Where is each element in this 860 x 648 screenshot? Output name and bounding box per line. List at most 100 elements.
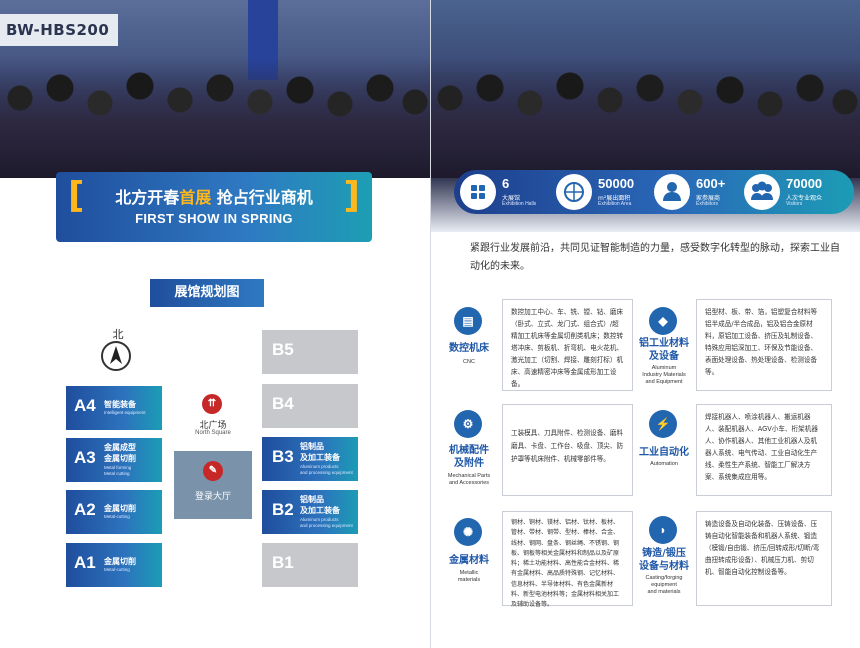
hall-code: A1 (74, 553, 96, 572)
category-name-en: Metallic (459, 570, 479, 576)
metal-materials-icon: ✺ (454, 518, 482, 546)
bracket-left: [ (68, 175, 85, 216)
category-name: 铝工业材料 (639, 338, 689, 349)
hall-name-en: Metal-cutting (104, 567, 130, 572)
north-square-label: 北广场 (199, 421, 227, 431)
north-label: 北 (112, 328, 124, 341)
hall-name-en: Aluminum products (300, 517, 339, 522)
lobby-icon: ✎ (203, 461, 223, 481)
category-description: 焊接机器人、喷涂机器人、搬运机器人、装配机器人、AGV小车、桁架机器人、协作机器… (696, 404, 832, 496)
hall-code: A2 (74, 500, 96, 519)
stat-number: 6 (502, 176, 510, 191)
hall-name-en: Intelligent equipment (104, 410, 146, 415)
title-part1: 北方开春 (115, 188, 180, 207)
hall-name-en: Metal cutting (104, 471, 130, 476)
stats-bar: 6 大展馆 Exhibition Halls 50000 m²展出面积 Exhi… (454, 170, 854, 214)
category-name-en: and Equipment (645, 379, 683, 385)
compass-icon (101, 341, 131, 371)
title-highlight: 首展 (179, 188, 212, 207)
stat-number: 70000 (786, 176, 823, 191)
category-name-en: Industry Materials (642, 372, 686, 378)
category-name: 金属材料 (449, 555, 489, 566)
lobby-label: 登录大厅 (194, 492, 231, 502)
hall-name: 金属成型 (104, 443, 136, 452)
category-name-en: equipment (651, 582, 677, 588)
hall-a4: A4 智能装备 Intelligent equipment (66, 386, 162, 430)
hall-b4: B4 (262, 384, 358, 428)
casting-icon: ◗ (649, 516, 677, 544)
category-name-en: Automation (650, 461, 678, 467)
exhibitor-icon (654, 174, 690, 210)
registration-lobby: ✎ 登录大厅 (174, 451, 252, 519)
category-name: 铸造/锻压 (642, 548, 686, 559)
category-description: 钢材、铜材、镁材、铝材、钛材、板材、管材、带材、钢带、型材、棒材、合金、线材、钢… (502, 511, 633, 608)
crowd-silhouettes-right (430, 58, 860, 178)
hall-name: 及加工装备 (300, 453, 340, 462)
stat-label: 家参展商 (696, 195, 721, 202)
stat-label-en: Visitors (786, 201, 803, 207)
category-name-en: CNC (463, 359, 475, 365)
hall-name-en: and processing equipment (300, 523, 353, 528)
title-banner: [ ] 北方开春首展 抢占行业商机 FIRST SHOW IN SPRING (56, 172, 372, 242)
bracket-right: ] (343, 175, 360, 216)
hall-name: 铝制品 (300, 442, 324, 451)
category-description: 铝型材、板、带、箔，铝塑复合材料等铝半成品/半合成品，铝及铝合金原材料，原铝加工… (696, 299, 832, 391)
hall-name: 铝制品 (300, 495, 324, 504)
stat-number: 600+ (696, 176, 726, 191)
hall-code: B5 (272, 340, 294, 359)
hall-code: B3 (272, 447, 294, 466)
hall-code: B1 (272, 553, 294, 572)
hall-name: 及加工装备 (300, 506, 340, 515)
location-pin-icon: ⇈ (202, 394, 222, 414)
stat-label-en: Exhibition Halls (502, 201, 537, 207)
north-square-label-en: North Square (195, 430, 231, 436)
area-icon (556, 174, 592, 210)
hall-code: A3 (74, 448, 96, 467)
category-name-en: and materials (647, 589, 681, 595)
hall-code: B4 (272, 394, 294, 413)
category-description: 工装模具、刀具附件、检测设备、磨料磨具、卡盘、工作台、吸盘、顶尖、防护罩等机床附… (502, 404, 633, 496)
hall-a3: A3 金属成型 金属切削 Metal forming Metal cutting (66, 438, 162, 482)
stat-label: 大展馆 (502, 195, 521, 202)
crowd-photo-left: BW-HBS200 (0, 0, 430, 178)
intro-text: 紧跟行业发展前沿，共同见证智能制造的力量，感受数字化转型的脉动，探索工业自动化的… (470, 243, 840, 272)
automation-icon: ⚡ (649, 410, 677, 438)
category-name-en: Aluminum (651, 365, 677, 371)
hall-name: 智能装备 (104, 400, 136, 409)
category-name-en: Casting/forging (645, 575, 683, 581)
halls-icon (460, 174, 496, 210)
banner-subtitle: FIRST SHOW IN SPRING (135, 211, 293, 226)
hall-name-en: and processing equipment (300, 470, 353, 475)
visitors-icon (744, 174, 780, 210)
aluminum-icon: ◆ (649, 307, 677, 335)
hall-name-en: Metal forming (104, 465, 132, 470)
category-name-en: and Accessories (448, 480, 490, 486)
category-name: 机械配件 (449, 445, 489, 456)
hall-name: 金属切削 (104, 557, 136, 566)
hall-name: 金属切削 (104, 504, 136, 513)
hall-b1: B1 (262, 543, 358, 587)
category-description: 铸造设备及自动化装备、压铸设备、压铸自动化智能装备和机器人系统、锻造（模锻/自由… (696, 511, 832, 606)
category-name-en: materials (457, 577, 481, 583)
hall-a1: A1 金属切削 Metal-cutting (66, 543, 162, 587)
hall-code: A4 (74, 396, 96, 415)
hall-code: B2 (272, 500, 294, 519)
machine-sign: BW-HBS200 (0, 14, 118, 46)
page-fold (430, 0, 431, 648)
stat-number: 50000 (598, 176, 635, 191)
hall-name-en: Aluminum products (300, 464, 339, 469)
stat-label: m²展出面积 (598, 195, 631, 202)
hall-name-en: Metal-cutting (104, 514, 130, 519)
mechanical-parts-icon: ⚙ (454, 410, 482, 438)
hall-b5: B5 (262, 330, 358, 374)
category-name: 工业自动化 (639, 447, 689, 458)
hall-b2: B2 铝制品 及加工装备 Aluminum products and proce… (262, 490, 358, 534)
category-name: 设备与材料 (639, 561, 689, 572)
category-description: 数控加工中心、车、铣、镗、钻、磨床（卧式、立式、龙门式、组合式）/超精加工机床等… (502, 299, 633, 391)
floorplan-title: 展馆规划图 (150, 279, 264, 307)
banner-title: 北方开春首展 抢占行业商机 (56, 184, 372, 208)
hall-b3: B3 铝制品 及加工装备 Aluminum products and proce… (262, 437, 358, 481)
stat-label-en: Exhibition Area (598, 201, 632, 207)
category-name: 数控机床 (449, 343, 489, 354)
stat-label: 人次专业观众 (786, 195, 823, 202)
